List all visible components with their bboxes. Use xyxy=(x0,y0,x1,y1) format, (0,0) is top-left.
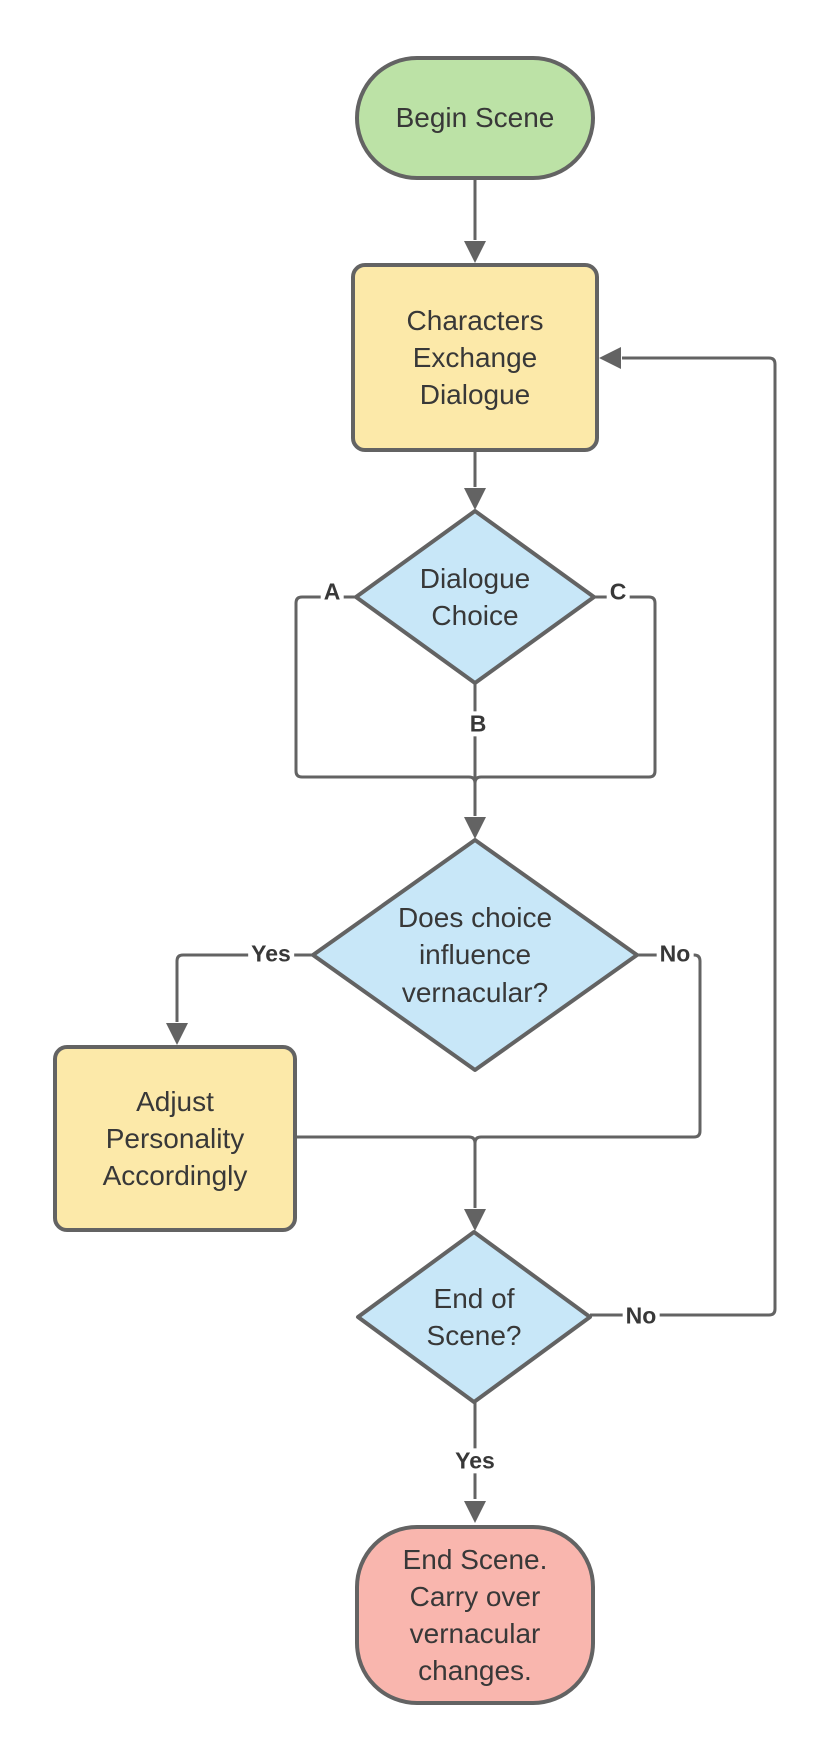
edge-influence-yes xyxy=(175,953,313,1022)
arrowhead-loop-to-exchange xyxy=(599,347,621,369)
edge-label-end-of-scene-no: No xyxy=(622,1303,660,1329)
node-begin-scene-label: Begin Scene xyxy=(395,102,555,134)
arrowhead-choice-to-influence xyxy=(464,817,486,839)
edge-influence-no xyxy=(473,953,702,1165)
node-end-of-scene-shape xyxy=(356,1230,592,1404)
node-end-scene-label: End Scene. Carry over vernacular changes… xyxy=(402,1543,548,1687)
edge-label-choice-b: B xyxy=(466,711,490,737)
node-influence-vernacular-label: Does choice influence vernacular? xyxy=(397,902,553,1008)
edge-end-of-scene-no-loop xyxy=(590,356,777,1317)
node-adjust-personality-shape xyxy=(53,1045,297,1232)
node-characters-exchange-label: Characters Exchange Dialogue xyxy=(406,304,544,411)
arrowhead-yes-to-end xyxy=(464,1501,486,1523)
edge-label-end-of-scene-yes: Yes xyxy=(452,1448,498,1474)
arrowhead-influence-yes-to-adjust xyxy=(166,1023,188,1045)
node-end-scene-shape xyxy=(355,1525,595,1705)
edge-label-influence-yes: Yes xyxy=(248,941,294,967)
node-influence-vernacular-shape xyxy=(311,838,639,1072)
arrowhead-begin-to-exchange xyxy=(464,241,486,263)
node-characters-exchange-shape xyxy=(351,263,599,452)
node-begin-scene-shape xyxy=(355,56,595,180)
arrowhead-exchange-to-dialogue-choice xyxy=(464,488,486,510)
node-dialogue-choice-shape xyxy=(354,509,596,685)
node-dialogue-choice-label: Dialogue Choice xyxy=(419,562,531,631)
edge-label-influence-no: No xyxy=(656,941,694,967)
edge-adjust-to-end-of-scene xyxy=(295,1135,477,1208)
arrowhead-merge-to-end-of-scene xyxy=(464,1209,486,1231)
node-end-of-scene-label: End of Scene? xyxy=(426,1282,522,1351)
edge-label-choice-a: A xyxy=(320,579,344,605)
node-adjust-personality-label: Adjust Personality Accordingly xyxy=(102,1085,248,1192)
edge-label-choice-c: C xyxy=(606,579,630,605)
